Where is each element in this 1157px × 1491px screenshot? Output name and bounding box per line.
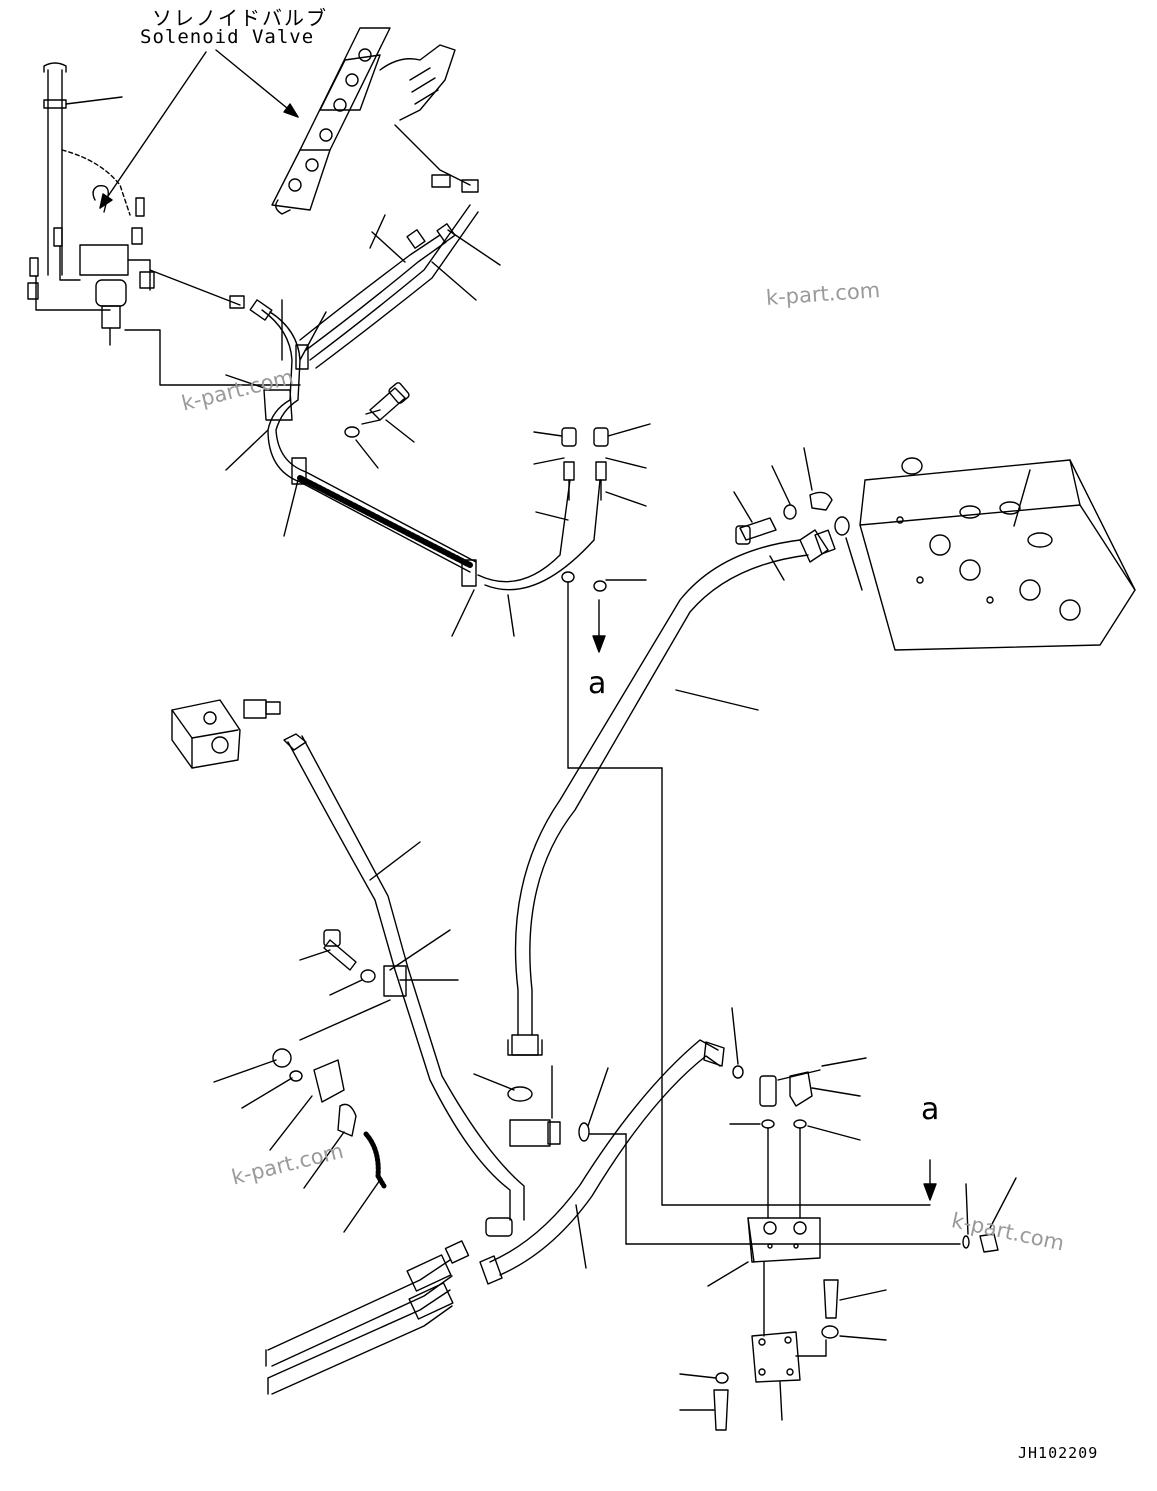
fittings-upper-right <box>533 423 931 1206</box>
view-marker-a-upper: a <box>588 666 607 701</box>
solenoid-callout-arrows <box>99 49 299 209</box>
bolt-washer-mid-left <box>299 929 391 1041</box>
bolt-and-washer-upper <box>344 382 415 469</box>
right-manifold-block <box>834 457 1136 651</box>
solenoid-valve-title-jp: ソレノイドバルブ <box>152 6 328 30</box>
drawing-code: JH102209 <box>1018 1444 1099 1462</box>
left-long-hose <box>283 733 525 1237</box>
lower-left-pipes <box>265 1240 470 1395</box>
bottom-flange-plate <box>679 1261 887 1431</box>
flange-bolt-set <box>733 447 833 545</box>
lower-main-hose <box>479 1039 725 1285</box>
view-marker-a-lower: a <box>921 1092 940 1127</box>
left-valve-block <box>171 699 281 769</box>
solenoid-valve-block <box>271 27 479 215</box>
lower-right-block <box>707 1007 1017 1287</box>
elbow-fitting-center <box>473 1065 961 1245</box>
solenoid-valve-title-en: Solenoid Valve <box>140 26 315 48</box>
main-hose-long <box>507 529 836 1056</box>
hose-with-protector <box>225 299 601 637</box>
clamp-assembly-left <box>213 1048 387 1233</box>
solenoid-assembly-left <box>27 62 301 386</box>
pilot-hoses-upper <box>299 204 501 369</box>
